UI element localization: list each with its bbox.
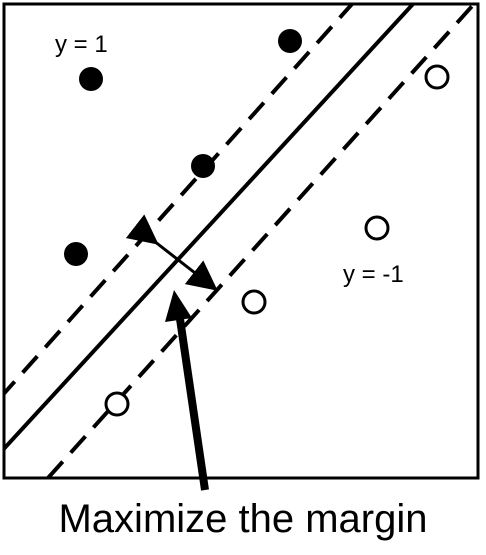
- positive-point: [79, 67, 103, 91]
- positive-point: [278, 29, 302, 53]
- negative-class-label: y = -1: [343, 261, 404, 288]
- upper-margin-line: [4, 4, 354, 397]
- positive-point: [64, 242, 88, 266]
- positive-class-label: y = 1: [55, 31, 108, 58]
- negative-point: [241, 289, 267, 315]
- positive-point: [191, 154, 215, 178]
- margin-width-arrow: [125, 214, 218, 291]
- negative-point: [104, 391, 130, 417]
- caption-maximize-margin: Maximize the margin: [58, 497, 428, 541]
- caption-pointer-arrowhead: [165, 290, 192, 322]
- plot-frame: [2, 2, 480, 480]
- negative-point: [364, 215, 390, 241]
- caption-pointer-arrow: [175, 311, 209, 491]
- negative-point: [424, 64, 450, 90]
